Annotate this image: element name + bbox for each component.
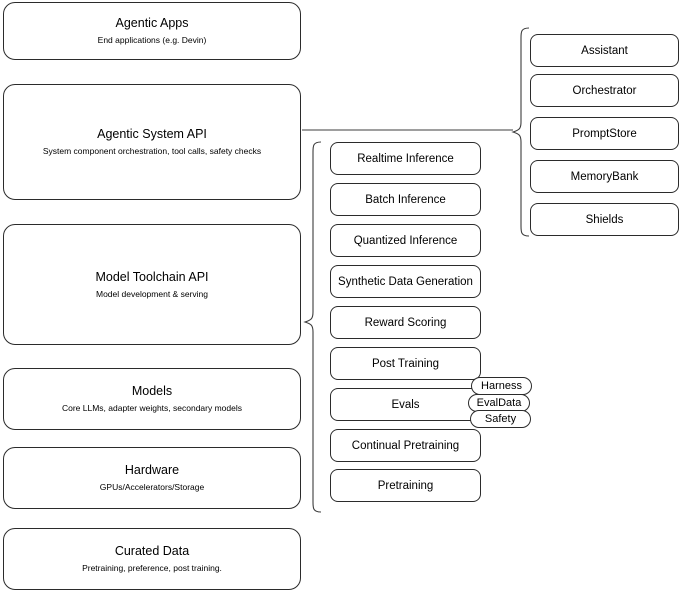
layer-subtitle: GPUs/Accelerators/Storage (99, 482, 205, 492)
toolchain-component-synthetic-data-generation[interactable]: Synthetic Data Generation (330, 265, 481, 298)
component-label: Synthetic Data Generation (338, 275, 473, 288)
layer-title: Agentic System API (97, 127, 207, 141)
layer-title: Agentic Apps (115, 16, 189, 30)
eval-badge-harness[interactable]: Harness (471, 377, 532, 395)
layer-title: Curated Data (114, 544, 190, 558)
layer-models[interactable]: Models Core LLMs, adapter weights, secon… (3, 368, 301, 430)
component-label: Batch Inference (365, 193, 446, 206)
toolchain-component-pretraining[interactable]: Pretraining (330, 469, 481, 502)
layer-agentic-apps[interactable]: Agentic Apps End applications (e.g. Devi… (3, 2, 301, 60)
layer-subtitle: End applications (e.g. Devin) (97, 35, 207, 45)
toolchain-component-post-training[interactable]: Post Training (330, 347, 481, 380)
system-component-shields[interactable]: Shields (530, 203, 679, 236)
layer-subtitle: System component orchestration, tool cal… (42, 146, 262, 156)
layer-agentic-system-api[interactable]: Agentic System API System component orch… (3, 84, 301, 200)
component-label: Continual Pretraining (351, 439, 460, 452)
system-component-assistant[interactable]: Assistant (530, 34, 679, 67)
layer-subtitle: Pretraining, preference, post training. (82, 563, 222, 573)
toolchain-component-reward-scoring[interactable]: Reward Scoring (330, 306, 481, 339)
system-component-promptstore[interactable]: PromptStore (530, 117, 679, 150)
layer-subtitle: Model development & serving (96, 288, 208, 299)
component-label: Realtime Inference (357, 152, 454, 165)
toolchain-component-batch-inference[interactable]: Batch Inference (330, 183, 481, 216)
toolchain-left-brace (303, 141, 322, 513)
layer-curated-data[interactable]: Curated Data Pretraining, preference, po… (3, 528, 301, 590)
toolchain-component-realtime-inference[interactable]: Realtime Inference (330, 142, 481, 175)
component-label: Assistant (581, 44, 628, 57)
component-label: Reward Scoring (364, 316, 447, 329)
layer-subtitle: Core LLMs, adapter weights, secondary mo… (61, 403, 242, 413)
layer-title: Models (131, 384, 173, 398)
badge-label: Harness (481, 379, 522, 392)
toolchain-component-quantized-inference[interactable]: Quantized Inference (330, 224, 481, 257)
layer-title: Model Toolchain API (95, 269, 209, 284)
layer-model-toolchain-api[interactable]: Model Toolchain API Model development & … (3, 224, 301, 345)
system-components-left-brace (511, 27, 530, 237)
badge-label: Safety (484, 412, 517, 425)
system-component-orchestrator[interactable]: Orchestrator (530, 74, 679, 107)
component-label: Orchestrator (572, 84, 637, 97)
component-label: PromptStore (572, 127, 637, 140)
layer-hardware[interactable]: Hardware GPUs/Accelerators/Storage (3, 447, 301, 509)
badge-label: EvalData (476, 396, 522, 409)
layer-title: Hardware (124, 463, 180, 477)
toolchain-component-continual-pretraining[interactable]: Continual Pretraining (330, 429, 481, 462)
component-label: Pretraining (377, 479, 434, 492)
component-label: Evals (391, 398, 420, 411)
component-label: MemoryBank (570, 170, 639, 183)
component-label: Post Training (371, 357, 440, 370)
system-component-memorybank[interactable]: MemoryBank (530, 160, 679, 193)
eval-badge-safety[interactable]: Safety (470, 410, 531, 428)
toolchain-component-evals[interactable]: Evals (330, 388, 481, 421)
component-label: Shields (585, 213, 624, 226)
component-label: Quantized Inference (353, 234, 458, 247)
